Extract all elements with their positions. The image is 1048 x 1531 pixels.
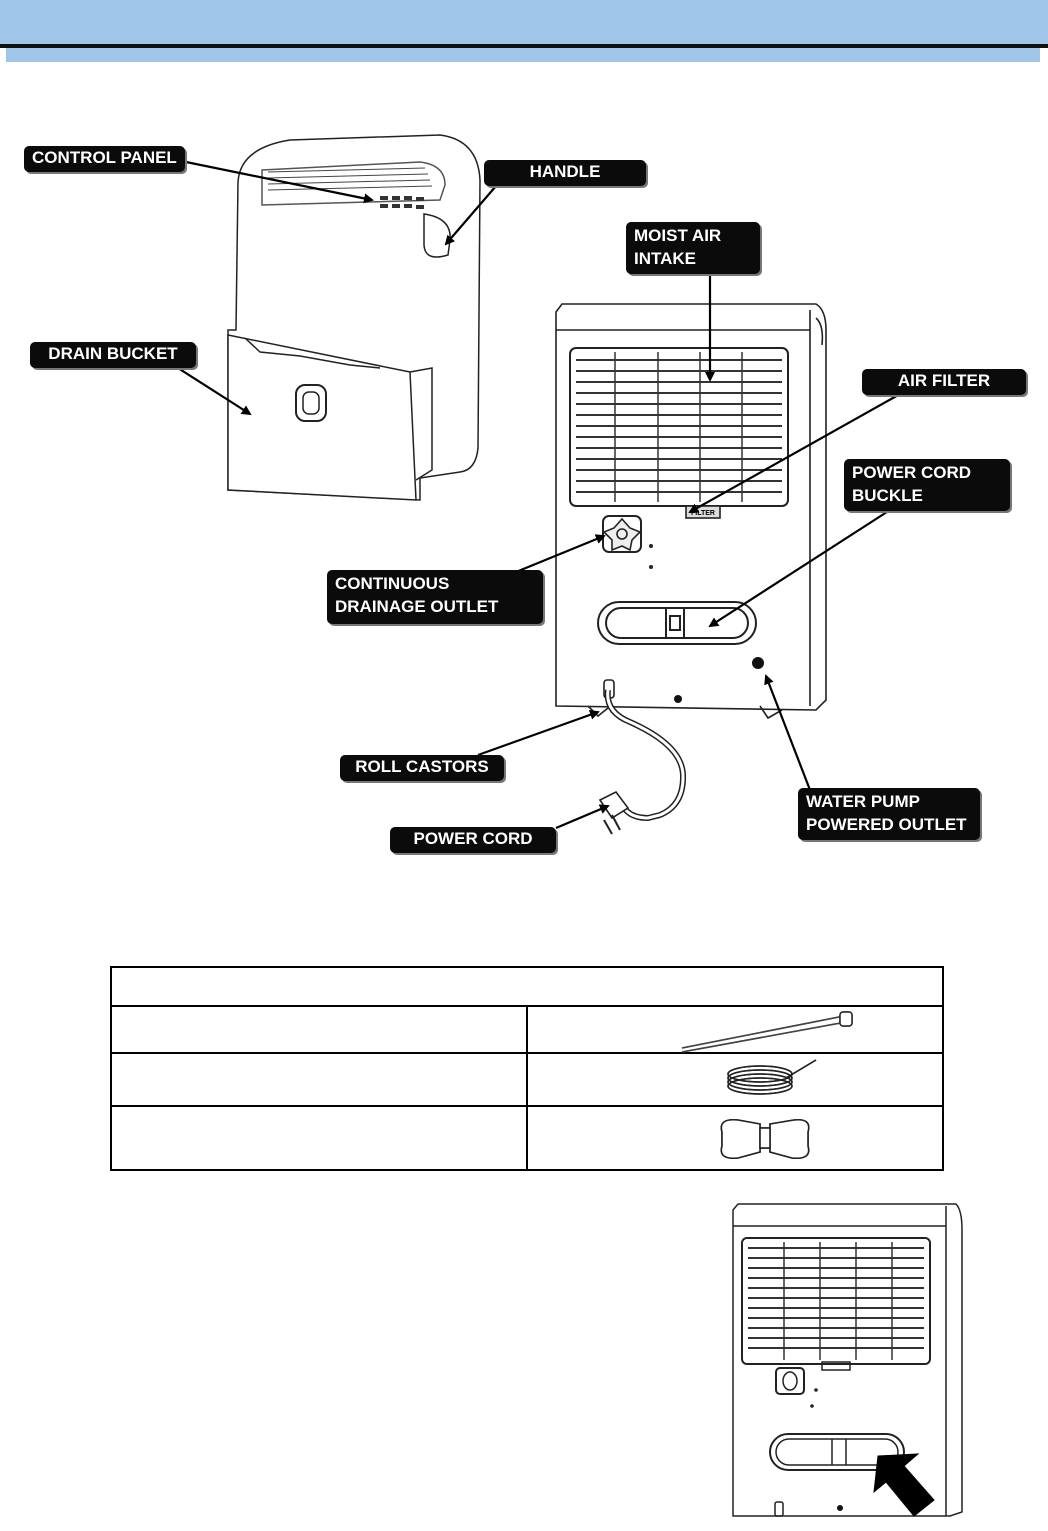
rear-view-thumbnail xyxy=(732,1203,963,1517)
accessory-name-cell xyxy=(110,1005,528,1054)
control-panel-callout: CONTROL PANEL xyxy=(24,146,185,172)
control-buttons xyxy=(380,196,424,209)
power-cord-buckle-slot xyxy=(597,601,757,645)
accessory-image-cell xyxy=(526,1052,944,1107)
accessories-table-header-row xyxy=(110,966,944,1007)
table-row xyxy=(110,1052,944,1107)
leader-arrows xyxy=(177,160,901,830)
table-row xyxy=(110,1005,944,1054)
buckle-insert-arrow xyxy=(873,1453,935,1517)
drain-bucket-callout: DRAIN BUCKET xyxy=(30,342,196,368)
table-row xyxy=(110,1105,944,1171)
moist-air-intake-callout: MOIST AIR INTAKE xyxy=(626,222,760,274)
front-view-unit xyxy=(227,134,481,501)
handle-callout: HANDLE xyxy=(484,160,646,186)
roll-castors-callout: ROLL CASTORS xyxy=(340,755,504,781)
accessory-image-cell xyxy=(526,1005,944,1054)
accessory-name-cell xyxy=(110,1052,528,1107)
power-cord-callout: POWER CORD xyxy=(390,827,556,853)
water-pump-powered-outlet-callout: WATER PUMP POWERED OUTLET xyxy=(798,788,980,840)
air-filter-callout: AIR FILTER xyxy=(862,369,1026,395)
header-band-lower xyxy=(6,48,1040,62)
accessory-image-cell xyxy=(526,1105,944,1171)
accessories-table-header-cell xyxy=(110,966,944,1007)
accessories-table xyxy=(110,966,944,1171)
continuous-drainage-fitting xyxy=(602,515,642,553)
header-rule xyxy=(0,44,1048,48)
power-cord-buckle-callout: POWER CORD BUCKLE xyxy=(844,459,1010,511)
power-cord-wire xyxy=(598,689,687,835)
continuous-drainage-outlet-callout: CONTINUOUS DRAINAGE OUTLET xyxy=(327,570,543,624)
filter-tab-label: FILTER xyxy=(691,510,715,517)
accessory-name-cell xyxy=(110,1105,528,1171)
header-band xyxy=(0,0,1048,44)
intake-grille xyxy=(576,359,782,493)
